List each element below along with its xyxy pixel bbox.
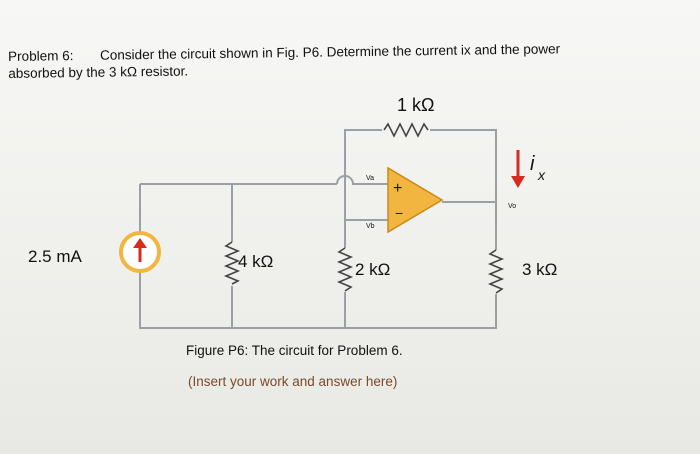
source-arrow-head <box>133 238 147 248</box>
ix-arrow-head <box>511 176 525 188</box>
resistor-1k <box>383 122 429 138</box>
resistor-4k <box>223 241 241 285</box>
label-vb: Vb <box>366 223 375 230</box>
label-2k: 2 kΩ <box>355 260 390 279</box>
va-input-wire <box>336 175 388 185</box>
feedback-wire <box>344 129 497 208</box>
output-wire <box>442 201 497 320</box>
label-ix: i <box>530 153 535 175</box>
label-3k: 3 kΩ <box>522 260 557 279</box>
wires <box>139 129 497 329</box>
label-source: 2.5 mA <box>28 247 83 266</box>
answer-hint: (Insert your work and answer here) <box>188 374 398 389</box>
opamp-minus: − <box>395 205 403 221</box>
label-4k: 4 kΩ <box>238 252 273 271</box>
label-vo: Vo <box>508 203 516 210</box>
resistor-3k <box>487 249 505 294</box>
label-1k: 1 kΩ <box>397 95 434 115</box>
resistor-2k <box>336 247 354 292</box>
label-ix-sub: x <box>537 167 546 183</box>
opamp-symbol <box>387 166 444 234</box>
opamp-plus: + <box>393 180 402 197</box>
bottom-wire <box>139 184 497 329</box>
label-va: Va <box>366 175 374 182</box>
figure-caption: Figure P6: The circuit for Problem 6. <box>186 343 403 358</box>
